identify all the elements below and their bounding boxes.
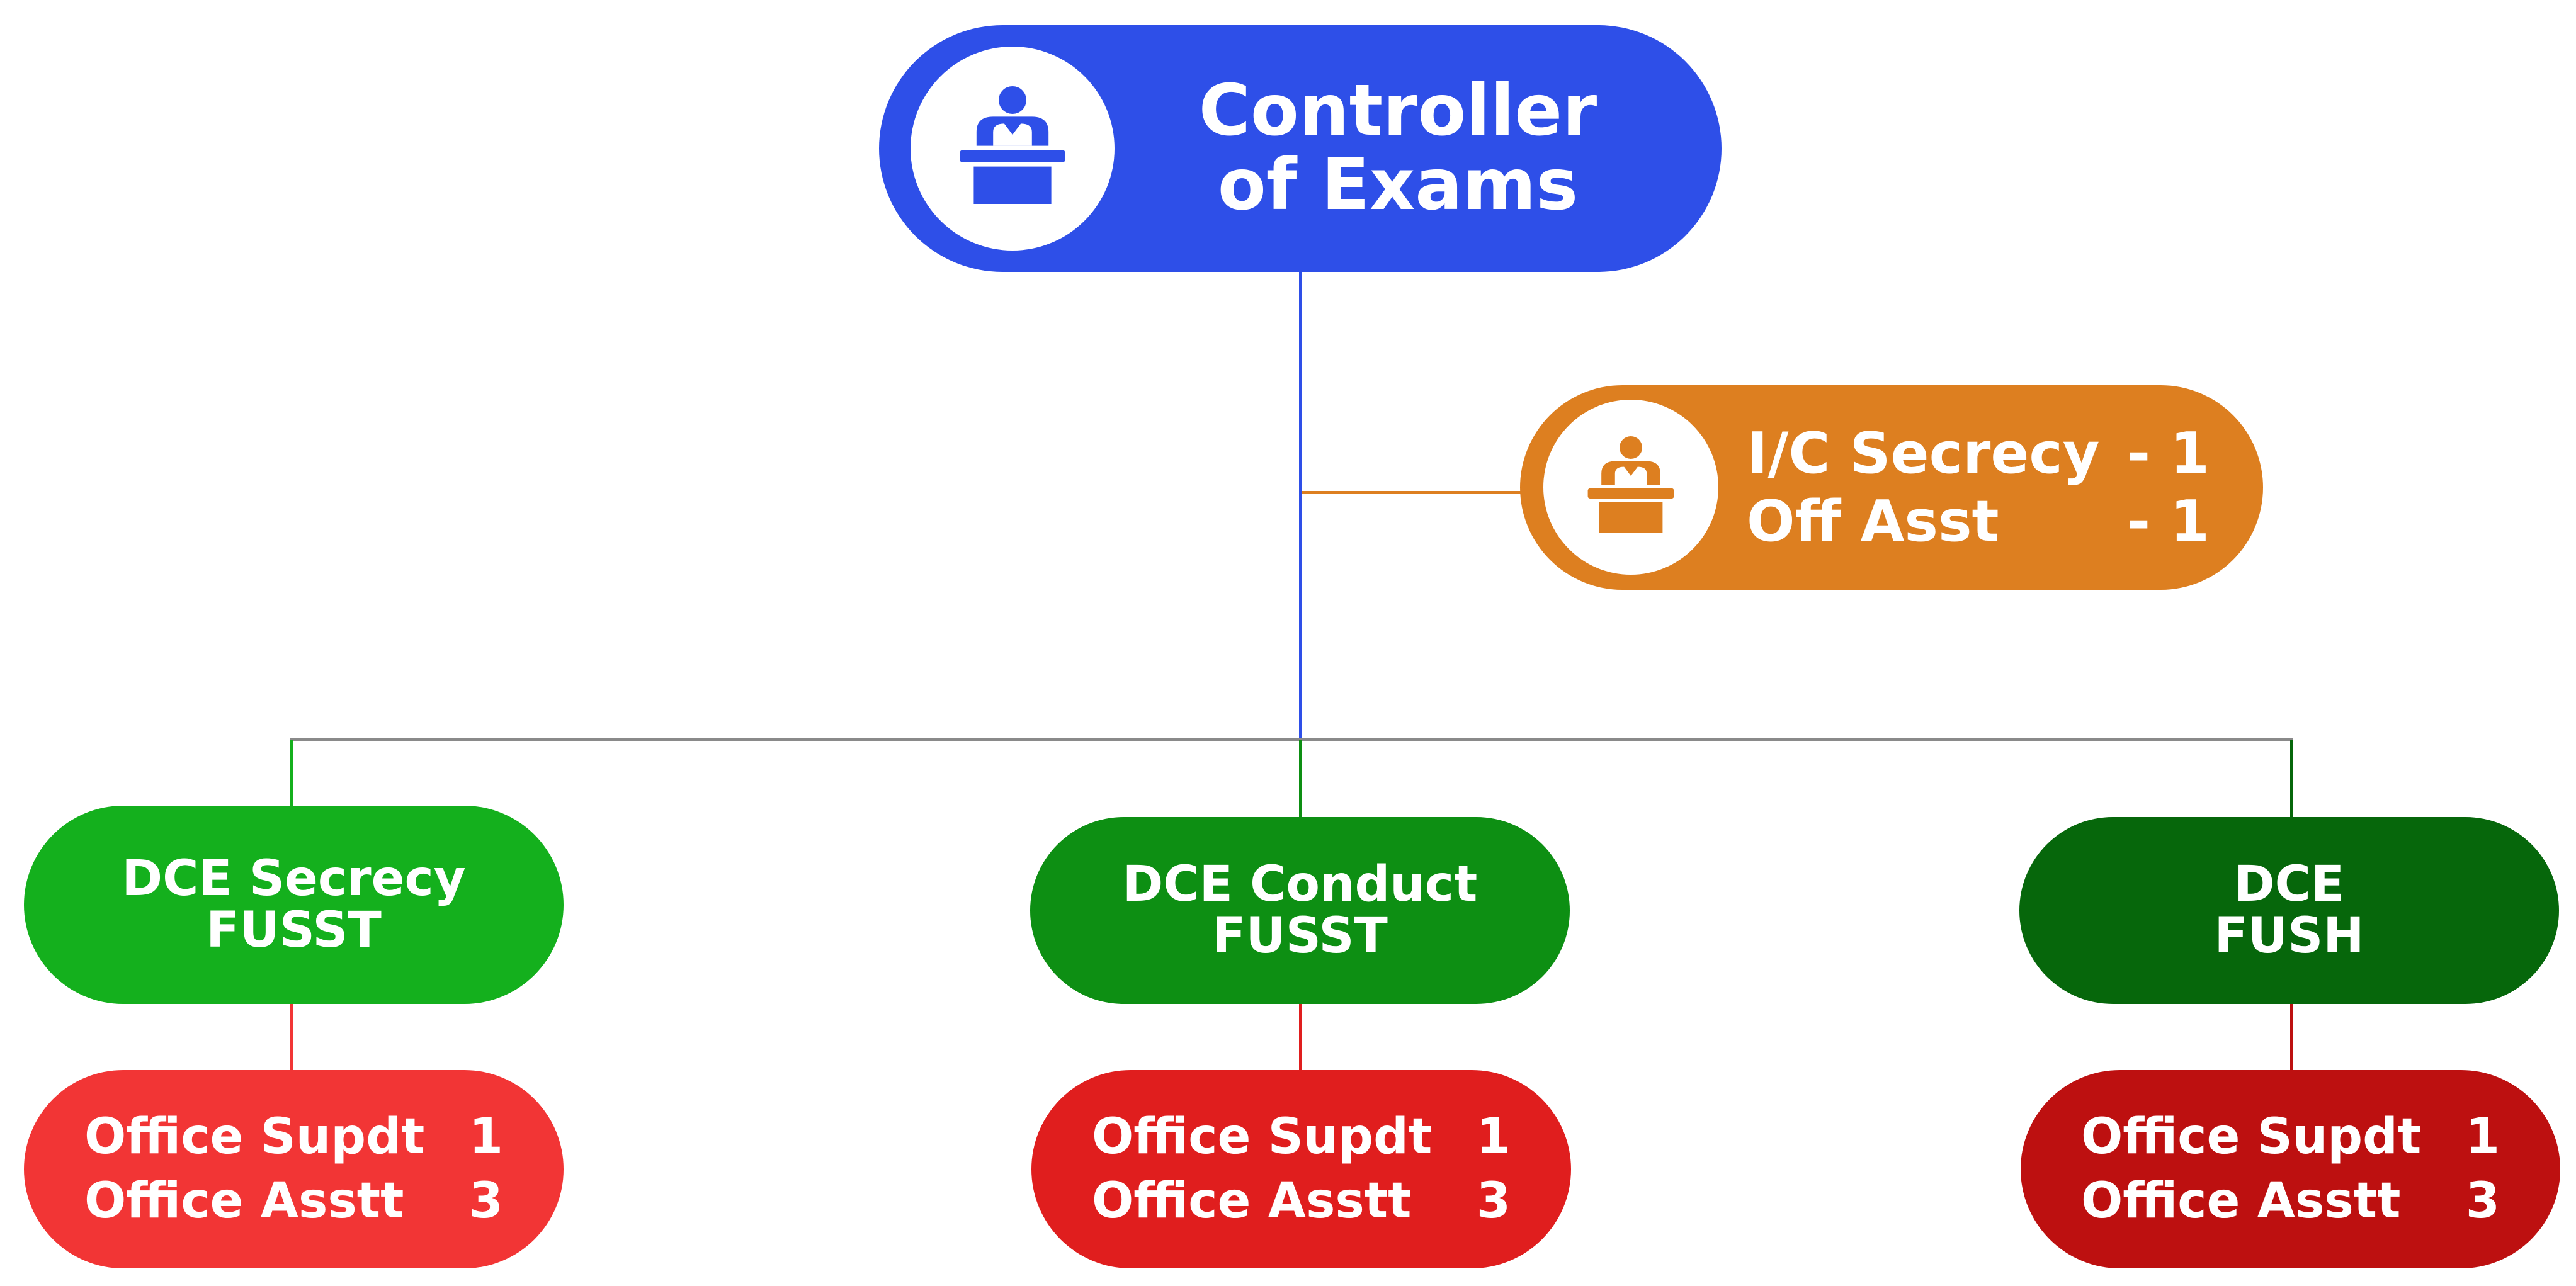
trunk-connector xyxy=(1299,271,1302,740)
controller-node: Controller of Exams xyxy=(879,25,1722,272)
controller-title: Controller of Exams xyxy=(1169,25,1627,272)
department-node-dce-secrecy: DCE Secrecy FUSST xyxy=(24,806,564,1004)
staff-row-label: Office Asstt xyxy=(2081,1172,2401,1229)
department-label: DCE FUSH xyxy=(2214,859,2364,962)
controller-icon-circle xyxy=(911,47,1115,251)
department-label: DCE Secrecy FUSST xyxy=(122,850,466,959)
department-line2: FUSST xyxy=(1212,907,1388,964)
secretary-row-count: - 1 xyxy=(2126,488,2210,555)
staff-1-connector xyxy=(290,1002,293,1071)
staff-row-label: Office Supdt xyxy=(84,1108,425,1166)
dce-secrecy-drop-connector xyxy=(290,740,293,809)
department-line1: DCE Secrecy xyxy=(122,850,466,907)
staff-2-connector xyxy=(1299,1002,1302,1071)
staff-row-label: Office Supdt xyxy=(2081,1108,2422,1166)
staff-row: Office Supdt 1 xyxy=(2081,1105,2500,1169)
staff-row-count: 1 xyxy=(468,1108,503,1166)
secretary-row-label: I/C Secrecy xyxy=(1747,420,2100,487)
staff-node: Office Supdt 1 Office Asstt 3 xyxy=(2021,1070,2560,1268)
staff-row-label: Office Asstt xyxy=(84,1172,404,1229)
podium-speaker-icon xyxy=(960,86,1065,204)
department-label: DCE Conduct FUSST xyxy=(1123,859,1478,962)
department-node-dce-fush: DCE FUSH xyxy=(2019,817,2559,1004)
staff-row: Office Supdt 1 xyxy=(84,1105,503,1169)
department-line2: FUSH xyxy=(2214,907,2364,964)
secretary-details: I/C Secrecy - 1 Off Asst - 1 xyxy=(1747,385,2210,590)
staff-row-label: Office Supdt xyxy=(1092,1108,1433,1166)
department-line2: FUSST xyxy=(206,901,382,959)
podium-speaker-icon xyxy=(1587,436,1674,533)
staff-3-connector xyxy=(2290,1002,2293,1071)
department-node-dce-conduct: DCE Conduct FUSST xyxy=(1030,817,1570,1004)
dce-conduct-drop-connector xyxy=(1299,740,1302,818)
staff-list: Office Supdt 1 Office Asstt 3 xyxy=(2081,1105,2500,1233)
staff-node: Office Supdt 1 Office Asstt 3 xyxy=(1031,1070,1571,1268)
staff-row: Office Asstt 3 xyxy=(1092,1170,1511,1233)
controller-title-line2: of Exams xyxy=(1217,144,1579,226)
secretary-row-count: - 1 xyxy=(2126,420,2210,487)
staff-row: Office Supdt 1 xyxy=(1092,1105,1511,1169)
staff-row: Office Asstt 3 xyxy=(84,1170,503,1233)
department-line1: DCE Conduct xyxy=(1122,855,1478,913)
dce-fush-drop-connector xyxy=(2290,740,2293,818)
staff-row-label: Office Asstt xyxy=(1092,1172,1412,1229)
secretary-row: Off Asst - 1 xyxy=(1747,488,2210,556)
staff-row-count: 1 xyxy=(1476,1108,1511,1166)
secretary-row: I/C Secrecy - 1 xyxy=(1747,420,2210,488)
staff-row-count: 3 xyxy=(1476,1172,1511,1229)
secretary-icon-circle xyxy=(1543,400,1718,575)
staff-list: Office Supdt 1 Office Asstt 3 xyxy=(1092,1105,1511,1233)
staff-row-count: 3 xyxy=(2465,1172,2500,1229)
staff-node: Office Supdt 1 Office Asstt 3 xyxy=(24,1070,564,1268)
secretary-node: I/C Secrecy - 1 Off Asst - 1 xyxy=(1520,385,2263,590)
staff-row: Office Asstt 3 xyxy=(2081,1170,2500,1233)
secretary-branch-connector xyxy=(1302,491,1522,494)
staff-row-count: 1 xyxy=(2465,1108,2500,1166)
staff-list: Office Supdt 1 Office Asstt 3 xyxy=(84,1105,503,1233)
department-line1: DCE xyxy=(2233,855,2345,913)
secretary-row-label: Off Asst xyxy=(1747,488,1999,555)
staff-row-count: 3 xyxy=(468,1172,503,1229)
controller-title-line1: Controller xyxy=(1198,70,1597,152)
department-bus-connector xyxy=(290,738,2293,741)
